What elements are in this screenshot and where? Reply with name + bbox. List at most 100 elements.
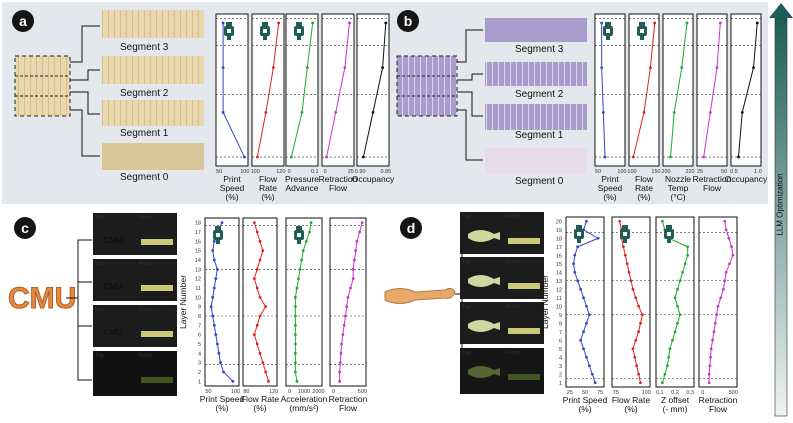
chart-d-1-frame — [611, 216, 651, 388]
data-point — [728, 262, 731, 266]
view-label-top: Top — [462, 259, 471, 265]
data-point — [601, 110, 605, 114]
data-point — [219, 361, 222, 365]
data-point — [683, 262, 687, 266]
ytick-d: 1 — [559, 381, 562, 387]
printer-icon — [294, 226, 304, 244]
view-label-top: Top — [95, 215, 104, 221]
data-point — [311, 21, 315, 25]
data-point — [353, 258, 356, 262]
data-point — [267, 379, 270, 383]
data-point — [255, 286, 259, 290]
data-point — [716, 304, 720, 308]
data-point — [349, 286, 352, 290]
view-label-top: Top — [95, 307, 104, 313]
ytick-d: 2 — [559, 372, 562, 378]
data-point — [261, 361, 265, 365]
ytick-c: 8 — [198, 314, 201, 320]
axis-label: Flow — [703, 183, 722, 193]
strip-b-2 — [485, 62, 587, 86]
wrench-photo — [468, 275, 500, 287]
axis-label: (°C) — [670, 192, 685, 202]
data-point — [660, 381, 664, 385]
data-point — [212, 286, 216, 290]
tick-label: 0.5 — [730, 169, 738, 175]
data-point — [642, 110, 646, 114]
ytick-c: 11 — [195, 286, 201, 292]
axis-label: Print — [601, 174, 619, 184]
tick-label: 0.1 — [311, 169, 319, 175]
tick-label: 50 — [595, 169, 601, 175]
ytick-d: 13 — [556, 279, 562, 285]
data-point — [722, 287, 725, 291]
chart-d-2-frame — [655, 216, 695, 388]
tick-label: 25 — [348, 169, 354, 175]
data-point — [211, 295, 215, 299]
axis-label: Print — [223, 174, 241, 184]
data-point — [222, 370, 225, 374]
chart-c-2-line — [294, 222, 312, 382]
data-point — [221, 110, 225, 114]
data-point — [289, 155, 293, 159]
chart-a-4-frame — [356, 13, 390, 167]
data-point — [637, 372, 640, 376]
data-point — [634, 296, 638, 300]
data-point — [631, 347, 635, 351]
axis-label: Retraction — [329, 394, 368, 404]
data-point — [258, 351, 262, 355]
strip-a-1 — [102, 100, 204, 126]
chart-c-3-line — [339, 222, 363, 382]
chart-d-3-frame — [698, 216, 738, 388]
seg-a-0: Segment 0 — [120, 172, 169, 183]
tick-label: 0 — [324, 169, 327, 175]
data-point — [293, 333, 297, 337]
cmu-photo-text: CMU — [103, 373, 122, 383]
data-point — [355, 239, 359, 243]
data-point — [623, 253, 627, 257]
panel-c-object: CMU — [8, 282, 77, 316]
data-point — [309, 221, 313, 225]
view-label-top: Top — [462, 350, 471, 356]
badge-c: c — [14, 217, 36, 239]
data-point — [348, 21, 351, 25]
data-point — [293, 370, 297, 374]
chart-d-3-line — [708, 221, 734, 383]
data-point — [596, 236, 600, 240]
data-point — [212, 258, 216, 262]
ytick-d: 11 — [556, 296, 562, 302]
ytick-d: 15 — [556, 262, 562, 268]
front-view-bar — [508, 283, 540, 289]
ytick-d: 17 — [556, 245, 562, 251]
data-point — [622, 245, 625, 249]
view-label-top: Top — [95, 353, 104, 359]
tick-label: 50 — [582, 390, 588, 396]
data-point — [300, 258, 304, 262]
panel-c-connectors — [66, 239, 92, 381]
data-point — [212, 239, 216, 243]
panel-a-source — [14, 55, 71, 117]
data-point — [351, 277, 355, 281]
data-point — [371, 110, 375, 114]
data-point — [212, 323, 216, 327]
ytick-c: 17 — [195, 230, 201, 236]
badge-b: b — [397, 10, 419, 32]
view-label-front: Front — [139, 261, 152, 267]
data-point — [711, 338, 714, 342]
chart-b-2-line — [670, 22, 688, 158]
data-point — [214, 333, 218, 337]
data-point — [255, 342, 259, 346]
front-view-bar — [508, 374, 540, 380]
axis-label: Flow — [635, 174, 654, 184]
data-point — [582, 296, 585, 300]
axis-label: Occupancy — [352, 174, 395, 184]
axis-label: Flow — [709, 404, 728, 414]
ytick-d: 4 — [559, 355, 562, 361]
data-point — [334, 110, 338, 114]
data-point — [724, 270, 728, 274]
chart-c-3-frame — [329, 217, 367, 387]
data-point — [293, 342, 297, 346]
